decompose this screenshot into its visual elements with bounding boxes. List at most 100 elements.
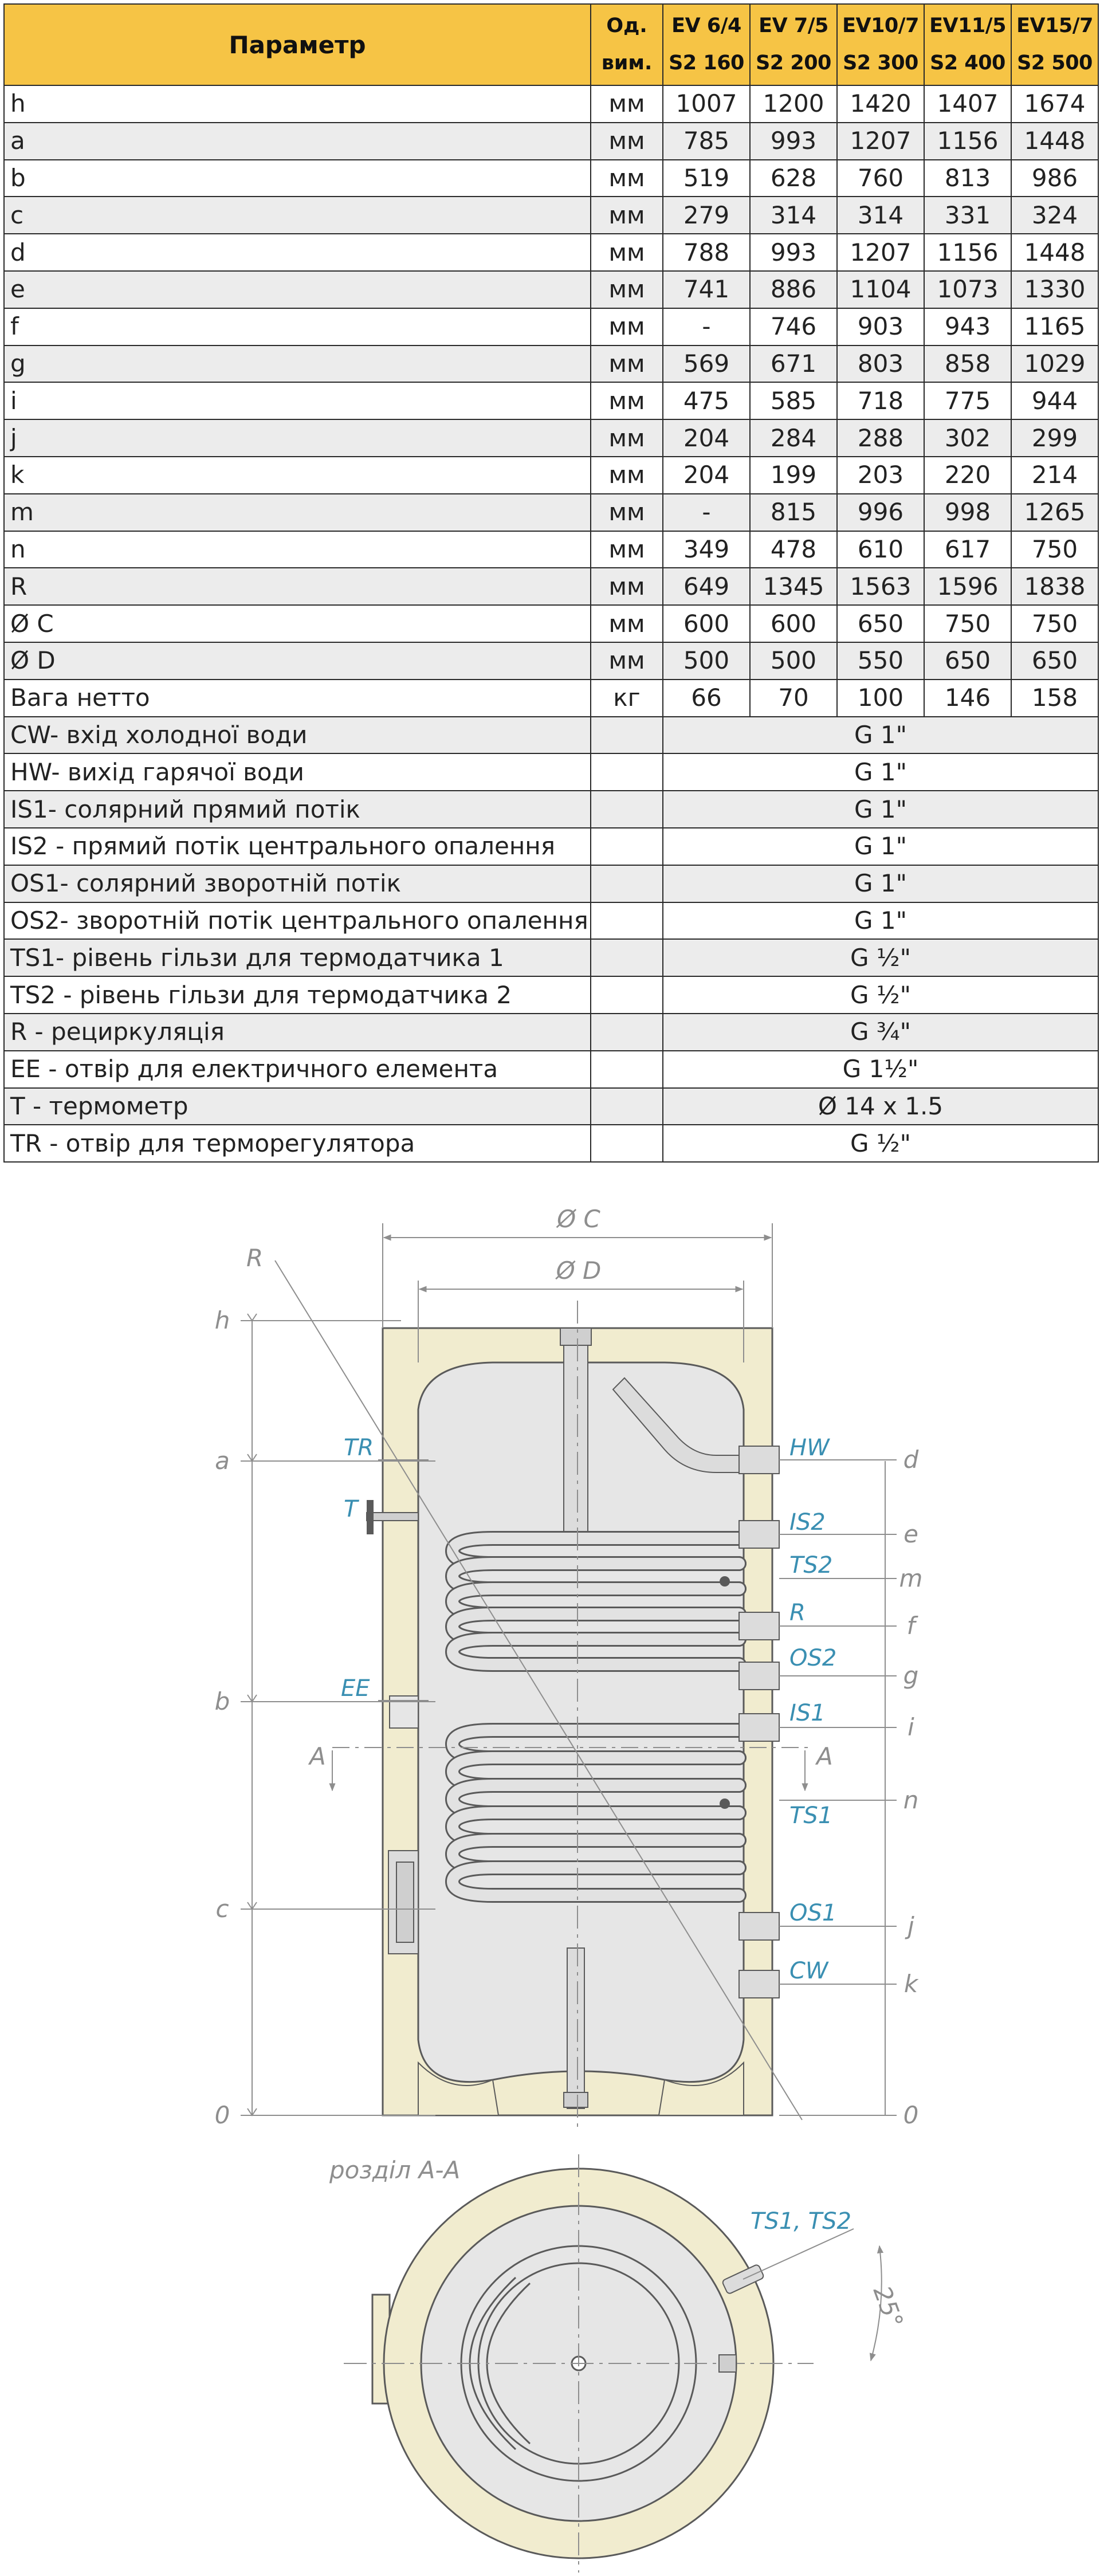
param-cell: k	[3, 455, 591, 494]
param-cell: T - термометр	[3, 1087, 591, 1126]
lower-heating-coil	[445, 1723, 747, 1903]
anode-cap-bottom	[563, 2092, 588, 2108]
radius-line	[274, 1260, 803, 2121]
right-dimension-label: i	[907, 1713, 914, 1741]
value-cell: 750	[1011, 604, 1099, 643]
connection-sockets	[720, 1446, 780, 1998]
param-cell: R	[3, 567, 591, 606]
right-dimension-label: n	[903, 1786, 919, 1814]
dimension-arrow	[247, 1694, 257, 1703]
connection-label-right: IS1	[789, 1700, 826, 1726]
right-dimension-label: k	[904, 1970, 919, 1998]
connection-socket	[738, 1662, 780, 1690]
param-cell: h	[3, 85, 591, 123]
value-cell: 775	[924, 382, 1012, 421]
right-dimension-label: m	[899, 1564, 923, 1592]
value-cell: 649	[662, 567, 751, 606]
dimension-arrow	[247, 2108, 257, 2116]
value-cell: 610	[836, 530, 925, 569]
hot-water-pipe	[612, 1377, 751, 1473]
value-cell: 986	[1011, 159, 1099, 198]
value-cell: 750	[924, 604, 1012, 643]
left-dimension-label: a	[215, 1447, 230, 1475]
value-cell: 718	[836, 382, 925, 421]
value-cell: 650	[924, 641, 1012, 680]
value-cell: 993	[749, 121, 838, 160]
section-mark-left: A	[308, 1742, 326, 1770]
value-cell: 741	[662, 270, 751, 309]
unit-cell: мм	[590, 85, 663, 123]
param-cell: TS1- рівень гільзи для термодатчика 1	[3, 938, 591, 977]
value-cell: 214	[1011, 455, 1099, 494]
value-cell: 813	[924, 159, 1012, 198]
value-cell: 500	[749, 641, 838, 680]
connection-socket	[738, 1970, 780, 1998]
unit-cell	[590, 827, 663, 866]
param-cell: Ø D	[3, 641, 591, 680]
param-cell: IS1- солярний прямий потік	[3, 790, 591, 828]
connection-label-right: R	[789, 1600, 806, 1626]
value-cell: 1838	[1011, 567, 1099, 606]
connection-socket	[738, 1446, 780, 1474]
connection-label-right: TS2	[789, 1552, 832, 1578]
value-cell: -	[662, 493, 751, 532]
model-volume: S2 500	[1017, 52, 1093, 74]
unit-cell: мм	[590, 493, 663, 532]
dimension-arrow	[247, 1313, 257, 1322]
sensor-label: TS1, TS2	[751, 2208, 851, 2235]
value-cell: 1200	[749, 85, 838, 123]
right-dimension-label: d	[903, 1446, 919, 1474]
unit-cell: мм	[590, 419, 663, 457]
value-cell: 1156	[924, 121, 1012, 160]
param-cell: Ø C	[3, 604, 591, 643]
value-cell: 671	[749, 344, 838, 383]
unit-cell: мм	[590, 344, 663, 383]
value-cell: 1207	[836, 233, 925, 272]
value-cell: 314	[749, 196, 838, 235]
anode-rod-top	[563, 1328, 588, 1535]
sensor-leader	[742, 2228, 854, 2280]
unit-cell	[590, 1124, 663, 1163]
value-cell: 1563	[836, 567, 925, 606]
sensor-point	[720, 1799, 730, 1809]
value-cell: 349	[662, 530, 751, 569]
left-dimension-label: c	[215, 1895, 229, 1923]
connection-socket	[738, 1520, 780, 1549]
unit-cell: мм	[590, 530, 663, 569]
value-cell: 996	[836, 493, 925, 532]
value-cell: 803	[836, 344, 925, 383]
value-cell: 220	[924, 455, 1012, 494]
connection-label-left: TR	[344, 1435, 374, 1461]
model-volume: S2 160	[669, 52, 744, 74]
value-cell: 998	[924, 493, 1012, 532]
value-cell: 750	[1011, 530, 1099, 569]
param-cell: OS2- зворотній потік центрального опален…	[3, 901, 591, 940]
model-header: EV15/7 S2 500	[1011, 3, 1099, 86]
value-cell: 628	[749, 159, 838, 198]
value-cell: 314	[836, 196, 925, 235]
value-cell: 1330	[1011, 270, 1099, 309]
connection-size-cell: G ¾"	[662, 1012, 1099, 1051]
connection-size-cell: G 1½"	[662, 1050, 1099, 1089]
value-cell: 279	[662, 196, 751, 235]
unit-cell: мм	[590, 196, 663, 235]
value-cell: 475	[662, 382, 751, 421]
param-cell: m	[3, 493, 591, 532]
unit-cell	[590, 753, 663, 792]
radius-label: R	[246, 1244, 263, 1272]
param-cell: a	[3, 121, 591, 160]
